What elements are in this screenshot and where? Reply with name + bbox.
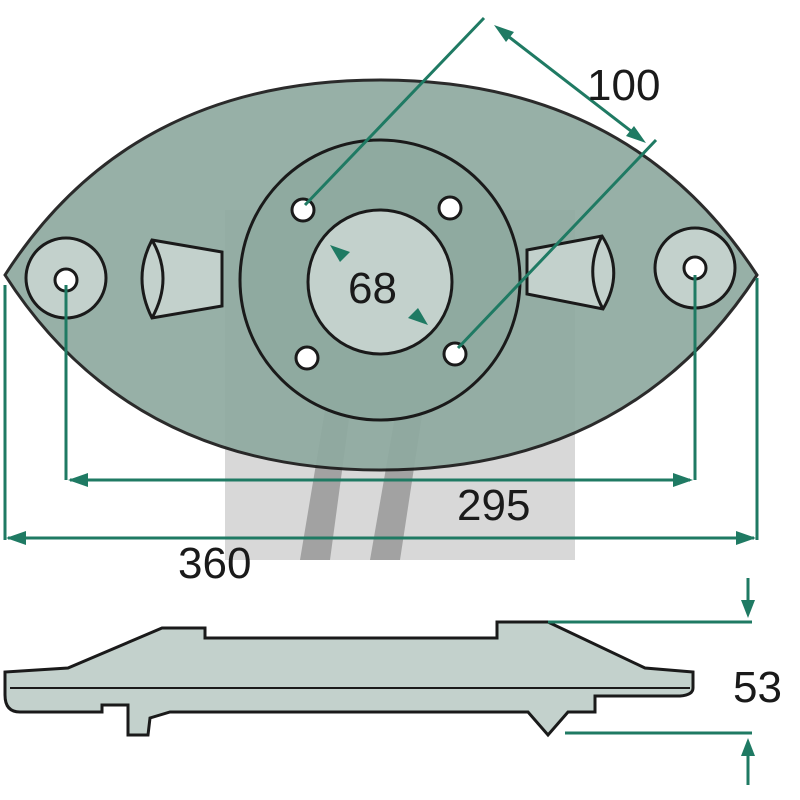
label-center-bore: 68 <box>348 264 397 313</box>
dimension-bore <box>330 245 428 325</box>
dimension-hole-spacing <box>64 275 697 487</box>
label-hole-spacing: 295 <box>457 481 530 530</box>
label-thickness: 53 <box>733 663 782 712</box>
label-bolt-circle: 100 <box>587 61 660 110</box>
bolt-hole <box>290 197 316 223</box>
right-lug <box>525 234 616 311</box>
plate-top-view <box>3 78 759 472</box>
bolt-hole <box>294 345 320 371</box>
left-lug <box>140 238 224 320</box>
label-overall-width: 360 <box>178 539 251 588</box>
bolt-hole <box>437 195 463 221</box>
dimension-overall-width <box>3 278 759 545</box>
bolt-hole <box>442 341 468 367</box>
plate-side-view <box>3 620 695 738</box>
dimension-thickness <box>548 578 755 785</box>
dimension-bolt-circle <box>303 16 658 350</box>
